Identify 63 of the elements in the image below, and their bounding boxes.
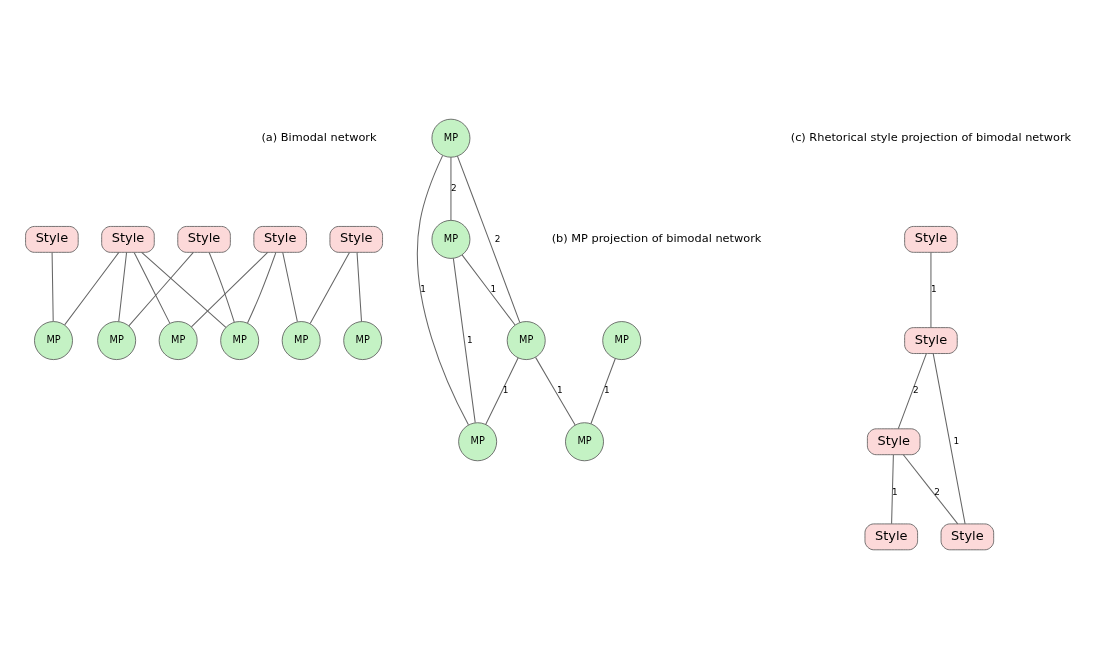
connector	[141, 251, 227, 328]
connector	[247, 251, 277, 324]
node-circle: MP	[343, 320, 383, 360]
node-box: Style	[177, 225, 231, 253]
node-circle: MP	[565, 421, 604, 461]
edge-label: 1	[502, 384, 509, 395]
connector	[932, 352, 966, 524]
connector	[208, 251, 235, 323]
edge-label: 1	[953, 435, 960, 446]
connector	[902, 453, 959, 524]
node-box: Style	[25, 225, 79, 253]
node-circle: MP	[220, 320, 260, 360]
connector	[485, 356, 519, 425]
connector	[51, 251, 54, 322]
connector	[452, 257, 476, 423]
edge-label: 2	[934, 486, 940, 497]
connector	[282, 251, 298, 322]
connector	[190, 251, 269, 327]
connector	[118, 251, 128, 322]
label: (c) Rhetorical style projection of bimodal network	[790, 129, 1072, 144]
node-circle: MP	[431, 118, 471, 158]
connector	[309, 251, 350, 324]
edge-label: 1	[490, 283, 497, 294]
connector	[64, 251, 120, 325]
edge-label: 2	[494, 233, 501, 244]
connector	[897, 352, 927, 429]
node-box: Style	[101, 225, 155, 253]
node-circle: MP	[431, 219, 471, 259]
node-box: Style	[904, 326, 958, 354]
node-circle: MP	[97, 320, 137, 360]
edge-label: 1	[556, 384, 563, 395]
label: (b) MP projection of bimodal network	[551, 230, 762, 245]
node-box: Style	[867, 427, 921, 455]
connector	[461, 253, 516, 326]
edge-label: 2	[913, 384, 919, 395]
node-box: Style	[864, 523, 918, 550]
edge-label: 1	[467, 334, 473, 345]
label: (a) Bimodal network	[261, 129, 377, 144]
connector	[133, 251, 171, 324]
node-circle: MP	[158, 320, 198, 360]
connector	[590, 357, 616, 424]
connector	[450, 156, 452, 221]
connector	[930, 251, 932, 328]
node-circle: MP	[458, 421, 498, 461]
connector	[891, 453, 894, 524]
connector	[535, 356, 576, 425]
connector	[356, 251, 363, 322]
node-box: Style	[940, 523, 995, 550]
edge-label: 1	[892, 486, 898, 497]
edge-label: 1	[420, 283, 426, 294]
node-box: Style	[253, 225, 307, 253]
node-box: Style	[329, 225, 383, 253]
connector	[128, 251, 194, 326]
node-circle: MP	[602, 320, 642, 360]
node-box: Style	[904, 225, 958, 253]
node-circle: MP	[506, 320, 546, 360]
node-circle: MP	[34, 320, 73, 360]
edge-label: 2	[450, 182, 457, 193]
edge-label: 1	[930, 283, 937, 294]
node-circle: MP	[281, 320, 321, 360]
edge-label: 1	[603, 384, 610, 395]
connector	[456, 155, 521, 323]
connector	[416, 154, 469, 425]
